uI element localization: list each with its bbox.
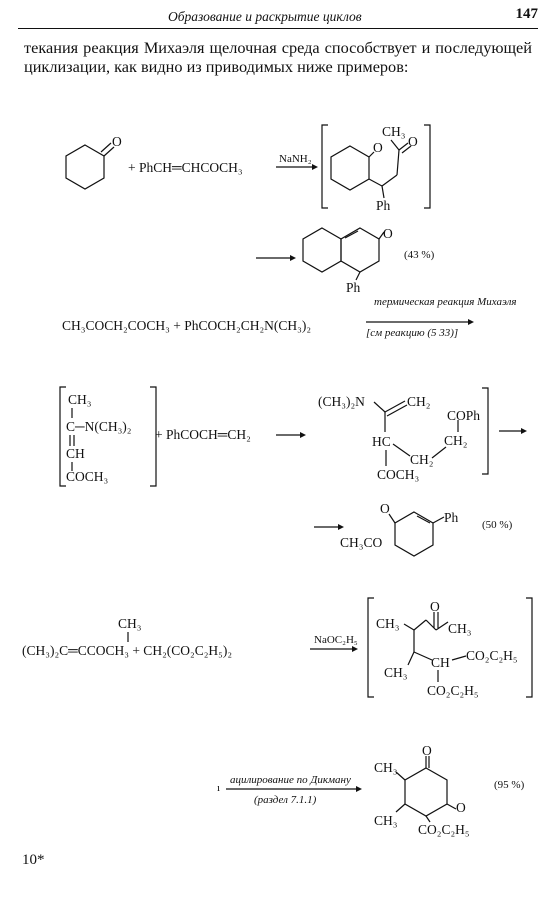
- scheme2-arrow-bottom: [см реакцию (5 33)]: [366, 327, 458, 339]
- scheme1-bracket-left: [321, 124, 328, 209]
- scheme1-reagent: + PhCH═CHCOCH₃: [128, 160, 243, 175]
- bicyclic-ring-right: [340, 227, 380, 273]
- svg-text:O: O: [456, 800, 466, 815]
- scheme2-arrow-top: термическая реакция Михаэля: [374, 296, 517, 308]
- adduct-coph: COPh: [447, 408, 480, 423]
- scheme3-bracket-right: [482, 387, 489, 475]
- svg-text:O: O: [430, 599, 440, 614]
- scheme4-ch3a: CH₃: [376, 616, 400, 631]
- svg-text:O: O: [408, 134, 418, 149]
- scheme4-catalyst: NaOC₂H₅: [314, 634, 358, 646]
- scheme5-yield: (95 %): [494, 779, 525, 791]
- scheme1-final-ph: Ph: [346, 280, 361, 295]
- scheme5-ester: CO₂C₂H₅: [418, 822, 470, 837]
- scheme4-bracket-right: [526, 597, 533, 698]
- page-number: 147: [515, 6, 539, 22]
- scheme4-equation: (CH₃)₂C═CCOCH₃ + CH₂(CO₂C₂H₅)₂: [22, 643, 232, 658]
- svg-text:O: O: [422, 743, 432, 758]
- enamine-line-3: CH: [66, 446, 85, 461]
- scheme4-ch3-top: CH₃: [118, 616, 142, 631]
- scheme1-bracket-right: [424, 124, 431, 209]
- scheme4-bracket-left: [367, 597, 374, 698]
- cyclohexanone-ring: [65, 144, 105, 190]
- bicyclic-ring-left: [302, 227, 342, 273]
- cyclohexenone-ring: [394, 511, 434, 557]
- scheme2-equation: CH₃COCH₂COCH₃ + PhCOCH₂CH₂N(CH₃)₂: [62, 318, 311, 333]
- svg-text:O: O: [373, 140, 383, 155]
- svg-text:O: O: [112, 134, 122, 149]
- scheme5-arrow-top: ацилирование по Дикману: [230, 774, 351, 786]
- running-header: Образование и раскрытие циклов 147: [18, 6, 538, 29]
- scheme5-ch3a: CH₃: [374, 760, 398, 775]
- body-paragraph: текания реакция Михаэля щелочная среда с…: [24, 38, 532, 76]
- enamine-bracket-right: [150, 386, 157, 487]
- scheme4-ester2: CO₂C₂H₅: [427, 683, 479, 698]
- svg-text:O: O: [380, 501, 390, 516]
- footer-signature: 10*: [22, 852, 45, 868]
- scheme-5: ı ацилирование по Дикману (раздел 7.1.1)…: [217, 743, 525, 837]
- enamine-line-1: CH₃: [68, 392, 92, 407]
- scheme-2: CH₃COCH₂COCH₃ + PhCOCH₂CH₂N(CH₃)₂ термич…: [62, 296, 517, 339]
- intermediate-ring: [330, 145, 370, 191]
- scheme-4: CH₃ (CH₃)₂C═CCOCH₃ + CH₂(CO₂C₂H₅)₂ NaOC₂…: [22, 597, 533, 698]
- scheme5-mark: ı: [217, 782, 220, 794]
- scheme4-ketone-ch3: CH₃: [448, 621, 472, 636]
- adduct-nme2: (CH₃)₂N: [318, 394, 365, 409]
- scheme-3: CH₃ C─N(CH₃)₂ CH COCH₃ + PhCOCH═CH₂ (CH₃…: [59, 386, 527, 557]
- svg-text:O: O: [383, 226, 393, 241]
- scheme4-ch3b: CH₃: [384, 665, 408, 680]
- scheme3-reagent: + PhCOCH═CH₂: [155, 427, 251, 442]
- adduct-hc: HC: [372, 434, 391, 449]
- adduct-ch2b: CH₂: [410, 452, 433, 467]
- scheme1-catalyst: NaNH₂: [279, 153, 312, 165]
- scheme1-product-ph: Ph: [376, 198, 391, 213]
- scheme3-product-acyl: CH₃CO: [340, 535, 382, 550]
- scheme1-yield: (43 %): [404, 249, 435, 261]
- enamine-bracket-left: [59, 386, 66, 487]
- scheme-1: O + PhCH═CHCOCH₃ NaNH₂ O Ph CH₃ O O P: [65, 124, 435, 295]
- scheme3-product-ph: Ph: [444, 510, 459, 525]
- scheme4-ch-mid: CH: [431, 655, 450, 670]
- scheme4-ester1: CO₂C₂H₅: [466, 648, 518, 663]
- scheme3-yield: (50 %): [482, 519, 513, 531]
- enamine-line-4: COCH₃: [66, 469, 109, 484]
- scheme1-ch3: CH₃: [382, 124, 406, 139]
- scheme5-ch3b: CH₃: [374, 813, 398, 828]
- enamine-line-2: C─N(CH₃)₂: [66, 419, 131, 434]
- carbonyl-bond: [103, 146, 115, 157]
- adduct-coch3: COCH₃: [377, 467, 420, 482]
- dimedone-ester-ring: [404, 767, 448, 817]
- running-title: Образование и раскрытие циклов: [168, 9, 362, 24]
- scheme5-arrow-bottom: (раздел 7.1.1): [254, 794, 317, 806]
- adduct-ch2: CH₂: [407, 394, 430, 409]
- adduct-ch2c: CH₂: [444, 433, 467, 448]
